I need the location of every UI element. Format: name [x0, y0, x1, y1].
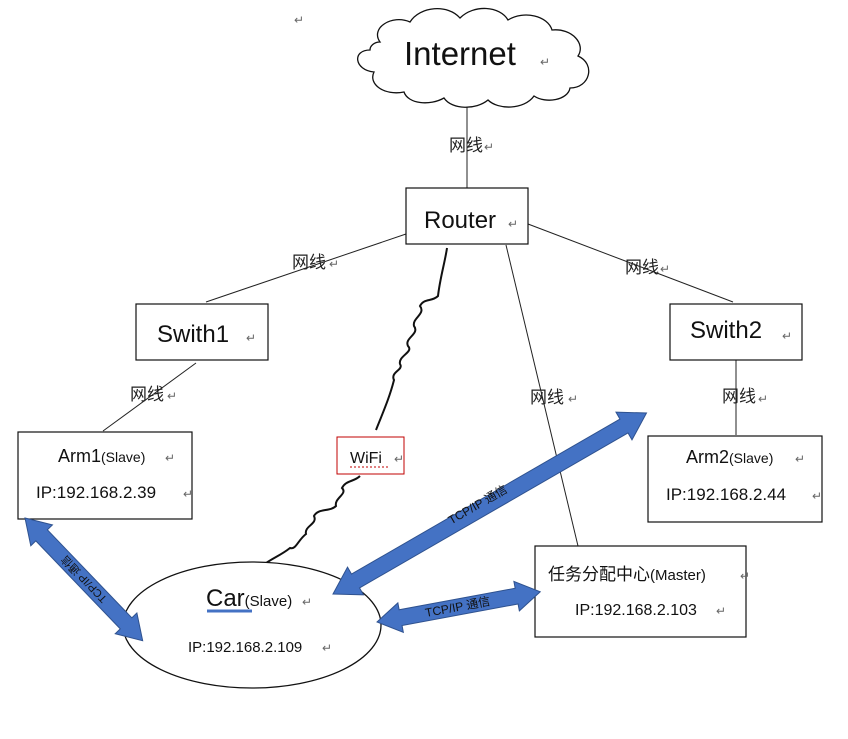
arrow-car-arm2	[332, 411, 648, 596]
edge-router-master	[505, 244, 579, 547]
master-ip: IP:192.168.2.103	[575, 602, 697, 619]
paragraph-mark: ↵	[758, 392, 768, 406]
wifi-label: WiFi	[350, 450, 382, 467]
wifi-signal-line-lower	[261, 475, 361, 567]
arrow-car-master	[376, 580, 542, 634]
internet-label: Internet	[404, 35, 516, 72]
car-title: Car(Slave)	[206, 585, 292, 612]
internet-cloud	[357, 7, 590, 108]
edge-router-switch1	[205, 233, 407, 303]
arm1-name: Arm1	[58, 446, 101, 466]
edge-label-switch2-arm2: 网线	[722, 387, 756, 407]
paragraph-mark: ↵	[322, 641, 332, 655]
arrow-arm1-car	[24, 517, 144, 642]
router-box	[405, 187, 529, 245]
arm2-name: Arm2	[686, 447, 729, 467]
paragraph-mark: ↵	[660, 262, 670, 276]
paragraph-mark: ↵	[302, 595, 312, 609]
edge-router-switch2	[527, 223, 734, 303]
paragraph-mark: ↵	[540, 55, 550, 69]
paragraph-mark: ↵	[716, 604, 726, 618]
paragraph-mark: ↵	[812, 489, 822, 503]
paragraph-mark: ↵	[165, 451, 175, 465]
switch2-label: Swith2	[690, 317, 762, 344]
wifi-signal-line	[375, 247, 448, 431]
wifi-box	[336, 436, 405, 475]
paragraph-mark: ↵	[394, 452, 404, 466]
car-name: Car	[206, 585, 245, 612]
paragraph-mark: ↵	[795, 452, 805, 466]
car-role: (Slave)	[245, 593, 293, 610]
paragraph-mark: ↵	[246, 331, 256, 345]
master-box	[534, 545, 747, 638]
switch1-label: Swith1	[157, 321, 229, 348]
arm1-role: (Slave)	[101, 449, 145, 465]
switch2-box	[669, 303, 803, 361]
arm2-role: (Slave)	[729, 450, 773, 466]
paragraph-mark: ↵	[568, 392, 578, 406]
paragraph-mark: ↵	[508, 217, 518, 231]
arm2-title: Arm2(Slave)	[686, 447, 773, 467]
edge-label-router-switch2: 网线	[625, 258, 659, 278]
paragraph-mark: ↵	[329, 257, 339, 271]
arm2-ip: IP:192.168.2.44	[666, 485, 786, 504]
link-label-arm1-car: TCP/IP 通信	[59, 553, 110, 606]
paragraph-mark: ↵	[740, 569, 750, 583]
edge-label-router-master: 网线	[530, 388, 564, 408]
link-label-car-master: TCP/IP 通信	[424, 594, 491, 620]
arm1-box	[17, 431, 193, 520]
master-name: 任务分配中心	[548, 565, 650, 584]
master-role: (Master)	[650, 567, 706, 584]
switch1-box	[135, 303, 269, 361]
link-arm1-car: TCP/IP 通信	[24, 517, 144, 642]
router-label: Router	[424, 207, 496, 234]
arm2-box	[647, 435, 823, 523]
edge-switch1-arm1	[102, 362, 197, 432]
link-car-master: TCP/IP 通信	[376, 580, 542, 634]
master-title: 任务分配中心(Master)	[548, 565, 706, 584]
edge-label-switch1-arm1: 网线	[130, 385, 164, 405]
arm1-title: Arm1(Slave)	[58, 446, 145, 466]
edge-label-router-switch1: 网线	[292, 253, 326, 273]
paragraph-mark: ↵	[183, 487, 193, 501]
edge-label-internet-router: 网线	[449, 136, 483, 156]
paragraph-mark: ↵	[294, 13, 304, 27]
paragraph-mark: ↵	[484, 140, 494, 154]
arm1-ip: IP:192.168.2.39	[36, 483, 156, 502]
car-ip: IP:192.168.2.109	[188, 639, 302, 656]
paragraph-mark: ↵	[782, 329, 792, 343]
paragraph-mark: ↵	[167, 389, 177, 403]
